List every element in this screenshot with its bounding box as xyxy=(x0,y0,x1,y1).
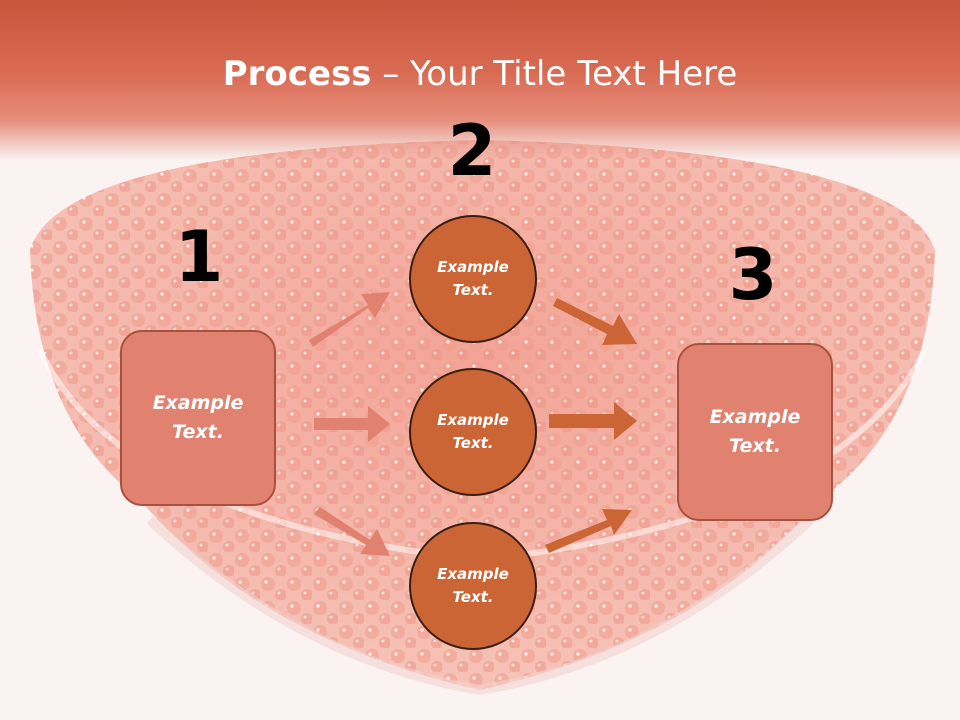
circle-bottom-text: Example Text. xyxy=(437,565,509,606)
left-step-box[interactable]: Example Text. xyxy=(120,330,276,506)
arrow-middle-to-right xyxy=(549,402,637,440)
title-rest: – Your Title Text Here xyxy=(371,54,738,94)
arrow-left-to-top xyxy=(309,292,390,347)
circle-bottom[interactable]: Example Text. xyxy=(409,522,537,650)
arrow-left-to-middle xyxy=(314,406,390,442)
circle-top[interactable]: Example Text. xyxy=(409,215,537,343)
circle-middle[interactable]: Example Text. xyxy=(409,368,537,496)
arrow-top-to-right xyxy=(553,298,637,345)
arrow-left-to-bottom xyxy=(314,507,390,556)
step-number-3: 3 xyxy=(728,234,778,316)
title-bold: Process xyxy=(222,54,372,94)
step-number-2: 2 xyxy=(447,110,497,192)
right-step-box[interactable]: Example Text. xyxy=(677,343,833,521)
left-step-box-text: Example Text. xyxy=(152,392,244,443)
slide-title[interactable]: Process – Your Title Text Here xyxy=(0,52,960,96)
right-step-box-text: Example Text. xyxy=(709,406,801,457)
title-banner xyxy=(0,0,960,160)
circle-top-text: Example Text. xyxy=(437,258,509,299)
step-number-1: 1 xyxy=(174,216,224,298)
arrow-bottom-to-right xyxy=(545,509,632,553)
circle-middle-text: Example Text. xyxy=(437,411,509,452)
